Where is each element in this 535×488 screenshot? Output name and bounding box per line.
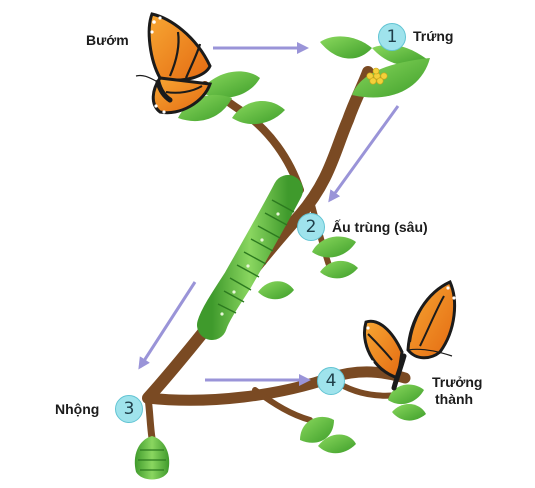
label-egg: Trứng <box>413 28 453 45</box>
label-butterfly: Bướm <box>86 32 129 49</box>
step-badge-4: 4 <box>317 367 345 395</box>
leaf <box>320 36 372 58</box>
branch <box>148 72 405 438</box>
step-badge-3: 3 <box>115 395 143 423</box>
label-pupa: Nhộng <box>55 401 99 418</box>
leaf <box>392 404 426 421</box>
label-adult-line1: Trưởng <box>432 374 482 391</box>
leaf <box>258 281 294 299</box>
leaf <box>232 101 285 124</box>
step-badge-2: 2 <box>297 213 325 241</box>
butterfly-illustration <box>136 14 210 114</box>
chrysalis <box>135 436 169 480</box>
label-adult-line2: thành <box>435 391 473 408</box>
label-larva: Ấu trùng (sâu) <box>332 219 428 236</box>
caterpillar <box>212 190 294 325</box>
step-badge-1: 1 <box>378 23 406 51</box>
